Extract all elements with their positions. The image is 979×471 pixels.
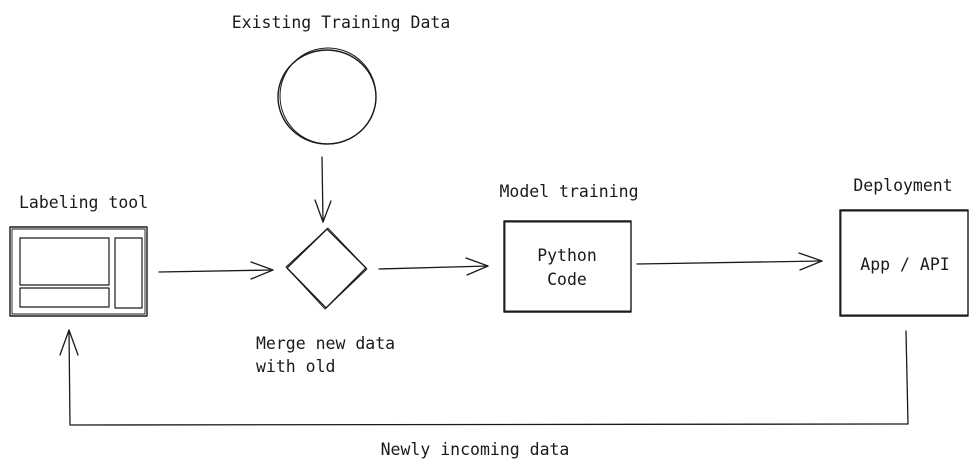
arrow-merge-to-training — [378, 257, 489, 276]
merge-label-line2: with old — [256, 357, 335, 376]
feedback-label: Newly incoming data — [381, 440, 570, 459]
labeling-tool-label: Labeling tool — [19, 193, 148, 212]
merge-diamond — [285, 227, 368, 310]
arrow-labeling-to-merge — [158, 261, 274, 280]
deployment-label: Deployment — [853, 176, 952, 195]
python-code-line2: Code — [547, 270, 587, 289]
app-api-box — [839, 209, 969, 317]
labeling-tool-window — [9, 226, 148, 317]
python-code-line1: Python — [537, 246, 597, 265]
arrow-training-to-deployment — [636, 252, 823, 271]
existing-data-circle — [277, 47, 377, 145]
merge-label-line1: Merge new data — [256, 334, 395, 353]
arrow-data-to-merge — [314, 156, 332, 223]
arrow-feedback-loop — [59, 329, 909, 426]
model-training-label: Model training — [499, 182, 638, 201]
app-api-label: App / API — [860, 255, 949, 274]
python-code-box — [503, 220, 632, 313]
existing-data-label: Existing Training Data — [232, 13, 451, 32]
